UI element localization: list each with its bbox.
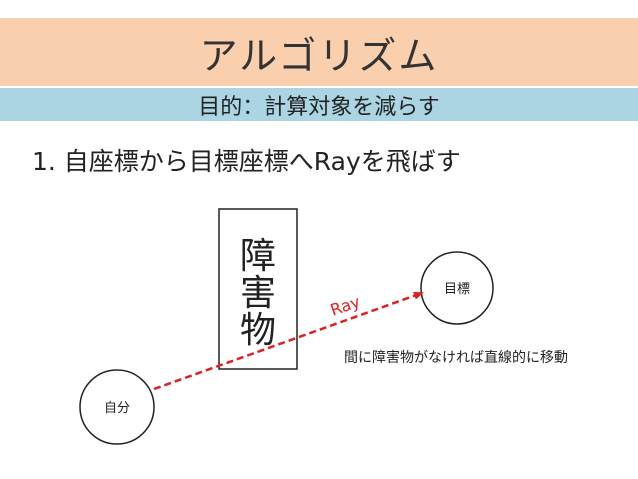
self-label: 自分 — [104, 401, 130, 416]
slide-subtitle: 目的：計算対象を減らす — [198, 94, 440, 120]
step-1-text: 1. 自座標から目標座標へRayを飛ばす — [32, 147, 461, 176]
note-text: 間に障害物がなければ直線的に移動 — [344, 349, 568, 366]
obstacle: 障 害 物 — [218, 208, 298, 370]
target-node: 目標 — [420, 251, 494, 325]
obstacle-char-2: 害 — [240, 273, 276, 314]
ray-arrow — [153, 291, 424, 391]
target-label: 目標 — [444, 282, 470, 297]
title-banner: アルゴリズム — [0, 18, 638, 86]
ray-label: Ray — [328, 292, 363, 320]
obstacle-char-1: 障 — [240, 236, 276, 277]
subtitle-banner: 目的：計算対象を減らす — [0, 88, 638, 121]
slide-title: アルゴリズム — [199, 33, 439, 78]
target-circle — [420, 251, 494, 325]
self-node: 自分 — [79, 369, 155, 445]
self-circle — [79, 369, 155, 445]
obstacle-char-3: 物 — [240, 310, 276, 351]
